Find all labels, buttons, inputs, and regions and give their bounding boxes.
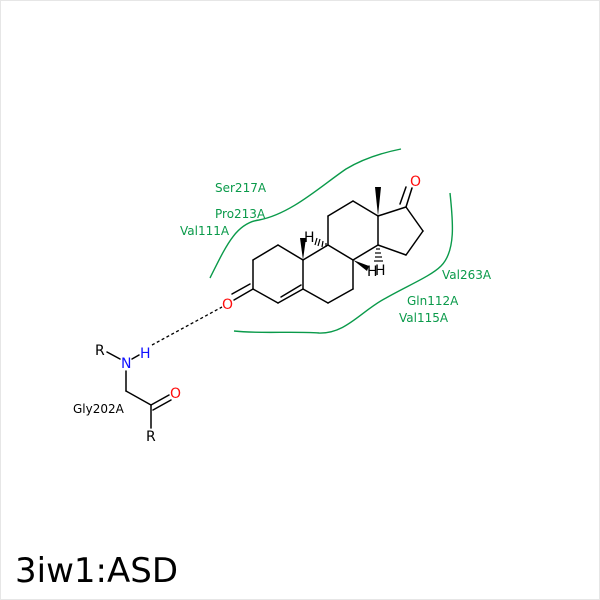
atom-r1: R: [95, 343, 105, 359]
residue-gly202-structure: [106, 351, 172, 429]
atom-o17: O: [410, 174, 421, 190]
residue-label-val111: Val111A: [180, 224, 230, 238]
atom-hn: H: [140, 346, 151, 362]
atom-o-gly: O: [170, 386, 181, 402]
diagram-title: 3iw1:ASD: [15, 551, 178, 591]
residue-label-val115: Val115A: [399, 311, 449, 325]
atom-o3: O: [222, 297, 233, 313]
residue-label-val263: Val263A: [442, 268, 492, 282]
atom-h14: H: [375, 263, 386, 279]
hydrophobic-arc-right: [233, 192, 454, 334]
residue-label-gly202: Gly202A: [73, 402, 125, 416]
atom-n: N: [121, 356, 131, 372]
atom-r2: R: [146, 429, 156, 445]
hydrogen-bond: [151, 306, 223, 346]
residue-label-gln112: Gln112A: [407, 294, 459, 308]
ligand-bonds: [231, 186, 424, 304]
atom-h8: H: [367, 264, 378, 280]
residue-label-ser217: Ser217A: [215, 181, 267, 195]
atom-h9: H: [304, 230, 315, 246]
hydrophobic-arc-left: [209, 148, 402, 279]
residue-label-pro213: Pro213A: [215, 207, 266, 221]
